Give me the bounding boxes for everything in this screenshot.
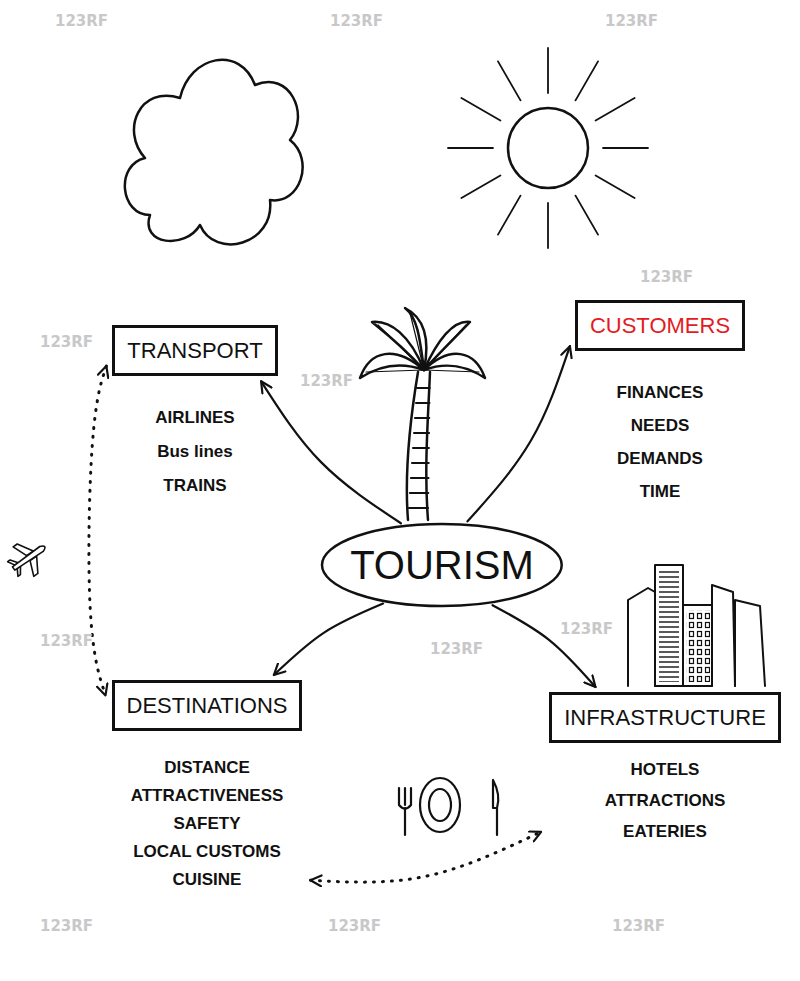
watermark: 123RF: [300, 372, 353, 390]
watermark: 123RF: [640, 268, 693, 286]
list-item: EATERIES: [549, 816, 781, 847]
list-item: DISTANCE: [112, 754, 303, 782]
sun-drawing: [448, 48, 648, 248]
watermark: 123RF: [55, 12, 108, 30]
list-item: ATTRACTIONS: [549, 785, 781, 816]
connector-arrow: [274, 604, 383, 675]
category-box: INFRASTRUCTURE HOTELSATTRACTIONSEATERIES: [549, 692, 781, 847]
watermark: 123RF: [40, 917, 93, 935]
airplane-icon: [2, 532, 55, 584]
list-item: HOTELS: [549, 754, 781, 785]
connector-arrow: [493, 605, 596, 687]
connector-arrow: [468, 346, 570, 521]
watermark: 123RF: [605, 12, 658, 30]
city-buildings-drawing: [628, 565, 765, 686]
category-box: CUSTOMERS FINANCESNEEDSDEMANDSTIME: [575, 300, 745, 508]
list-item: DEMANDS: [575, 442, 745, 475]
cloud-drawing: [125, 60, 303, 245]
list-item: TRAINS: [112, 469, 277, 503]
heading-text: TOURISM: [320, 522, 564, 608]
list-item: AIRLINES: [112, 401, 277, 435]
list-item: ATTRACTIVENESS: [112, 782, 303, 810]
palm-tree-drawing: [360, 308, 485, 520]
list-item: FINANCES: [575, 376, 745, 409]
heading-text: DESTINATIONS: [112, 680, 303, 731]
list-item: Bus lines: [112, 435, 277, 469]
heading-text: INFRASTRUCTURE: [549, 692, 781, 743]
dotted-link: [310, 832, 541, 882]
list-item: SAFETY: [112, 810, 303, 838]
list-item: TIME: [575, 475, 745, 508]
category-box: TRANSPORT AIRLINESBus linesTRAINS: [112, 325, 277, 503]
watermark: 123RF: [40, 632, 93, 650]
watermark: 123RF: [330, 12, 383, 30]
list-item: NEEDS: [575, 409, 745, 442]
list-item: LOCAL CUSTOMS: [112, 838, 303, 866]
plate-cutlery-icon: [399, 778, 498, 835]
list-item: CUISINE: [112, 866, 303, 894]
connector-arrow: [261, 381, 401, 523]
watermark: 123RF: [328, 917, 381, 935]
watermark: 123RF: [560, 620, 613, 638]
watermark: 123RF: [430, 640, 483, 658]
watermark: 123RF: [612, 917, 665, 935]
category-box: DESTINATIONS DISTANCEATTRACTIVENESSSAFETY…: [112, 680, 303, 894]
central-ellipse: TOURISM: [320, 522, 564, 608]
heading-text: TRANSPORT: [112, 325, 277, 376]
watermark: 123RF: [40, 333, 93, 351]
heading-text: CUSTOMERS: [575, 300, 745, 351]
